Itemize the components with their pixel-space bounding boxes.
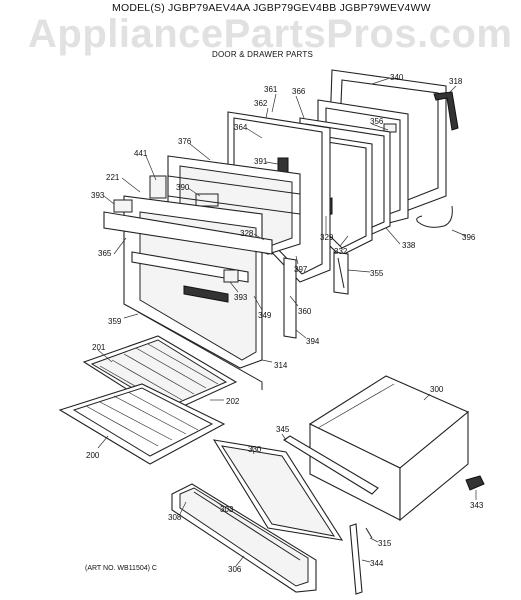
drawer-box-300: [308, 375, 470, 522]
outer-door-365: [103, 175, 273, 369]
section-title: DOOR & DRAWER PARTS: [212, 50, 313, 59]
trim-359: [137, 311, 263, 390]
label-366: 366: [292, 87, 306, 96]
label-394: 394: [306, 337, 320, 346]
drawer-rail-345: [282, 435, 379, 495]
label-393-mid: 393: [234, 293, 248, 302]
label-349: 349: [258, 311, 272, 320]
drawer-panel-330: [212, 439, 344, 541]
drawer-front-306: [171, 483, 317, 593]
hinge-355: [333, 251, 349, 295]
label-360: 360: [298, 307, 312, 316]
label-338: 338: [402, 241, 416, 250]
leader-lines: [97, 77, 477, 567]
label-344: 344: [370, 559, 384, 568]
watermark: AppliancePartsPros.com: [28, 12, 513, 56]
label-202: 202: [226, 397, 240, 406]
label-332: 332: [334, 247, 348, 256]
label-330: 330: [248, 445, 262, 454]
label-397: 397: [294, 265, 308, 274]
label-201: 201: [92, 343, 106, 352]
label-362: 362: [254, 99, 268, 108]
label-343: 343: [470, 501, 484, 510]
label-340: 340: [390, 73, 404, 82]
art-number: (ART NO. WB11504) C: [85, 565, 157, 572]
label-359: 359: [108, 317, 122, 326]
label-364: 364: [234, 123, 248, 132]
label-396: 396: [462, 233, 476, 242]
label-318: 318: [449, 77, 463, 86]
side-rail-394: [283, 257, 297, 339]
label-303: 303: [220, 505, 234, 514]
label-361: 361: [264, 85, 278, 94]
oven-rack-200: [58, 383, 226, 465]
model-numbers: MODEL(S) JGBP79AEV4AA JGBP79GEV4BB JGBP7…: [112, 2, 431, 14]
label-365: 365: [98, 249, 112, 258]
cable-396: [416, 205, 453, 228]
label-315: 315: [378, 539, 392, 548]
label-221: 221: [106, 173, 120, 182]
part-labels: 361 362 366 340 318 364 356 376 391 441 …: [86, 73, 484, 574]
label-356: 356: [370, 117, 384, 126]
label-329: 329: [320, 233, 334, 242]
drawer-slide-344: [349, 523, 373, 595]
label-391: 391: [254, 157, 268, 166]
label-345: 345: [276, 425, 290, 434]
label-355: 355: [370, 269, 384, 278]
gasket-318: [433, 91, 459, 131]
label-393-top: 393: [91, 191, 105, 200]
label-441: 441: [134, 149, 148, 158]
label-376: 376: [178, 137, 192, 146]
label-200: 200: [86, 451, 100, 460]
label-306: 306: [228, 565, 242, 574]
label-390: 390: [176, 183, 190, 192]
label-328: 328: [240, 229, 254, 238]
clip-343: [465, 475, 485, 491]
label-300: 300: [430, 385, 444, 394]
label-308: 308: [168, 513, 182, 522]
label-314: 314: [274, 361, 288, 370]
